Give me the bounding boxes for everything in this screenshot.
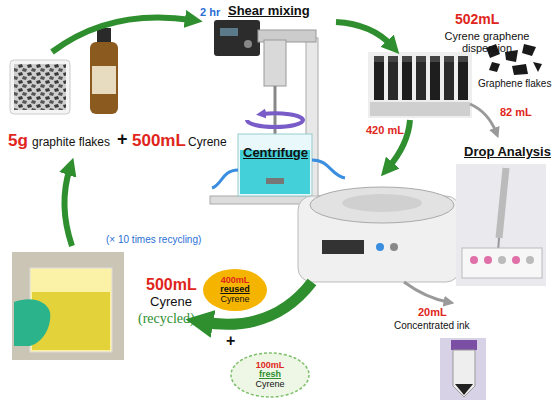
flow-arrow [470, 104, 496, 132]
time-label: 2 hr [200, 6, 220, 18]
step-title: Centrifuge [243, 146, 308, 160]
flow-arrow [336, 22, 392, 46]
ink-tube [440, 338, 486, 400]
flow-arrow [64, 168, 72, 246]
product-label: Graphene flakes [478, 78, 551, 89]
material-label: Cyrene [150, 295, 192, 309]
volume-label: 420 mL [366, 124, 404, 136]
step-title: Shear mixing [228, 4, 310, 18]
volume-label: 500mL [146, 276, 197, 294]
node-text: reused [220, 285, 250, 294]
volume-label: 82 mL [500, 106, 532, 118]
step-title: Drop Analysis [464, 145, 551, 159]
node-text: Cyrene [255, 380, 284, 389]
pipette-photo [456, 164, 546, 286]
recycled-note: (recycled) [138, 311, 195, 326]
product-label: Cyrene graphene dispersion [428, 30, 546, 54]
fresh-ellipse: 100mLfreshCyrene [230, 352, 310, 398]
cycle-note: (× 10 times recycling) [106, 234, 201, 245]
node-text: 400mL [221, 276, 250, 285]
flow-arrow [404, 282, 448, 302]
graphite-dish [10, 60, 70, 114]
recycled-beaker [12, 252, 124, 360]
node-text: fresh [259, 370, 281, 379]
volume-label: 20mL [418, 306, 447, 318]
node-text: 100mL [256, 361, 285, 370]
material-label: Cyrene [188, 136, 227, 149]
material-label: graphite flakes [32, 136, 110, 149]
amount-label: 5g [8, 132, 28, 151]
volume-label: 502mL [455, 12, 499, 27]
plus-sign: + [226, 332, 235, 350]
product-label: Concentrated ink [394, 320, 470, 331]
node-text: Cyrene [220, 295, 249, 304]
plus-sign: + [117, 130, 128, 150]
cyrene-bottle [90, 28, 118, 114]
flow-arrow [52, 17, 192, 52]
dispersion-vials [368, 52, 472, 118]
shear-mixer [210, 20, 345, 204]
centrifuge [298, 187, 460, 282]
reused-ellipse: 400mLreusedCyrene [202, 268, 268, 312]
amount-label: 500mL [132, 132, 186, 151]
